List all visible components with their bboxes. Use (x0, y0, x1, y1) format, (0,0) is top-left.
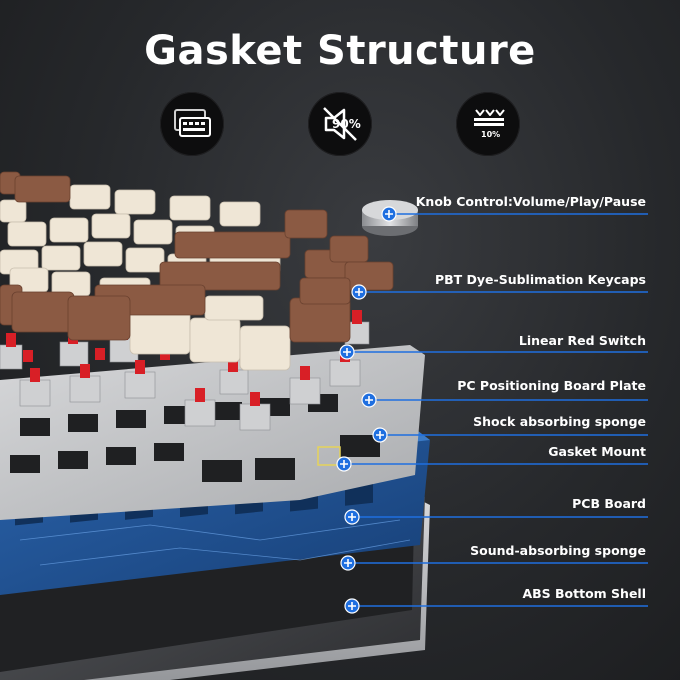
page-title: Gasket Structure (144, 28, 536, 74)
plus-marker-icon (340, 555, 356, 571)
label-linear-red-switch: Linear Red Switch (518, 333, 646, 348)
label-pc-plate: PC Positioning Board Plate (457, 378, 646, 393)
pbt-keycaps (0, 171, 418, 371)
feature-badge-noise: 90% (308, 92, 372, 156)
feature-badge-keyboard (160, 92, 224, 156)
plus-marker-icon (339, 344, 355, 360)
noise-reduction-percent: 90% (332, 117, 361, 131)
muted-speaker-icon (323, 107, 357, 141)
plus-marker-icon (381, 206, 397, 222)
callout-markers (336, 206, 397, 614)
label-pbt-keycaps: PBT Dye-Sublimation Keycaps (434, 272, 646, 287)
plus-marker-icon (336, 456, 352, 472)
label-knob-control: Knob Control:Volume/Play/Pause (415, 194, 646, 209)
label-pcb-board: PCB Board (572, 496, 646, 511)
compression-percent: 10% (481, 130, 501, 139)
label-sound-sponge: Sound-absorbing sponge (470, 543, 646, 558)
keyboard-screen-icon (174, 109, 211, 137)
plus-marker-icon (361, 392, 377, 408)
plus-marker-icon (344, 598, 360, 614)
plus-marker-icon (351, 284, 367, 300)
plus-marker-icon (344, 509, 360, 525)
plus-marker-icon (372, 427, 388, 443)
label-shock-sponge: Shock absorbing sponge (473, 414, 646, 429)
compression-arrows-icon (474, 109, 505, 126)
label-gasket-mount: Gasket Mount (548, 444, 646, 459)
label-abs-shell: ABS Bottom Shell (522, 586, 646, 601)
feature-badge-compression: 10% (456, 92, 520, 156)
